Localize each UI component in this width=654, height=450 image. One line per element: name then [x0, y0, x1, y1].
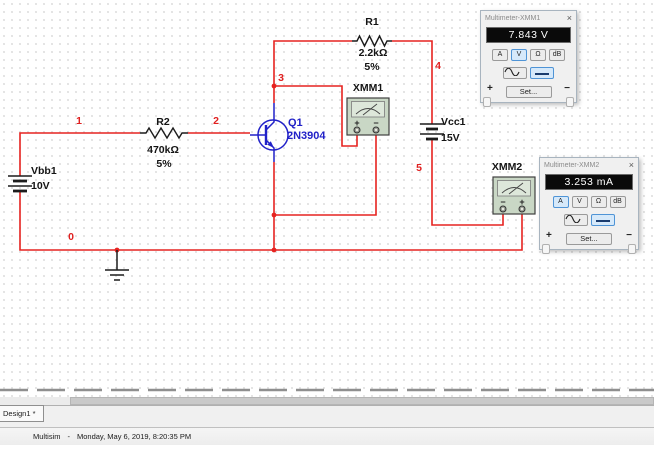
xmm2-minus-jack [628, 244, 636, 254]
circuit-canvas[interactable]: 1 2 3 4 5 0 R2 470kΩ 5% R1 2.2kΩ 5% Q1 2… [0, 0, 654, 397]
horizontal-scrollbar[interactable] [0, 397, 654, 405]
status-app-name: Multisim [33, 432, 61, 441]
xmm1-icon-label: XMM1 [352, 82, 384, 94]
xmm2-window-title: Multimeter-XMM2 [544, 161, 600, 169]
wire-net[interactable] [19, 40, 523, 251]
node-label-5: 5 [416, 162, 422, 174]
close-icon[interactable]: × [566, 12, 572, 23]
wire-vcc-to-xmm2[interactable] [431, 140, 504, 226]
xmm2-plus-jack [542, 244, 550, 254]
xmm1-dc-mode-button[interactable] [530, 67, 554, 79]
xmm1-titlebar[interactable]: Multimeter-XMM1 × [481, 11, 576, 25]
dc-line-icon [535, 73, 549, 75]
q1-model-label: 2N3904 [287, 130, 326, 142]
sine-wave-icon [564, 215, 581, 223]
xmm2-minus-sign: − [500, 197, 506, 207]
junction-emitter-xmm1 [271, 212, 277, 218]
xmm1-plus-jack [483, 97, 491, 107]
vcc1-value-label: 15V [441, 132, 460, 144]
close-icon[interactable]: × [628, 159, 634, 170]
sine-wave-icon [504, 68, 520, 76]
xmm1-volt-button[interactable]: V [511, 49, 527, 61]
xmm2-ohm-button[interactable]: Ω [590, 196, 607, 208]
xmm1-ac-mode-button[interactable] [503, 67, 527, 79]
xmm1-reading-display: 7.843 V [486, 27, 571, 43]
xmm1-window[interactable]: Multimeter-XMM1 × 7.843 V A V Ω dB [480, 10, 577, 107]
r2-value-label: 470kΩ [147, 144, 179, 156]
xmm2-icon-label: XMM2 [491, 161, 523, 173]
vbb1-value-label: 10V [31, 180, 50, 192]
node-label-3: 3 [278, 72, 284, 84]
node-label-0: 0 [68, 231, 74, 243]
r2-tolerance-label: 5% [156, 158, 172, 170]
xmm2-reading-display: 3.253 mA [545, 174, 633, 190]
status-datetime: Monday, May 6, 2019, 8:20:35 PM [77, 432, 192, 441]
scrollbar-thumb[interactable] [70, 397, 654, 405]
xmm2-volt-button[interactable]: V [571, 196, 588, 208]
xmm1-ampere-button[interactable]: A [492, 49, 508, 61]
wire-xmm1-minus[interactable] [274, 133, 377, 216]
design-tab-bar: Design1 * [0, 405, 654, 427]
tab-design1[interactable]: Design1 * [0, 405, 44, 422]
wire-ground-run[interactable] [19, 191, 523, 251]
wire-vbb-to-r2[interactable] [19, 132, 140, 176]
junction-node3 [271, 83, 277, 89]
vcc1-ref-label: Vcc1 [441, 116, 466, 128]
ground-symbol[interactable] [105, 250, 129, 281]
xmm2-ac-mode-button[interactable] [563, 214, 588, 226]
xmm1-minus-terminal-label: − [564, 83, 570, 94]
resistor-r2-symbol[interactable] [140, 126, 188, 140]
battery-vcc1-symbol[interactable] [420, 123, 444, 141]
xmm2-minus-terminal-label: − [626, 230, 632, 241]
xmm1-plus-terminal-label: + [487, 83, 493, 94]
junction-dots [114, 83, 277, 253]
node-label-2: 2 [213, 115, 219, 127]
r1-ref-label: R1 [365, 16, 379, 28]
xmm2-titlebar[interactable]: Multimeter-XMM2 × [540, 158, 638, 172]
dc-line-icon [595, 220, 610, 222]
wire-collector-to-r1[interactable] [273, 40, 352, 103]
xmm1-set-button[interactable]: Set... [505, 86, 552, 98]
vbb1-ref-label: Vbb1 [31, 165, 57, 177]
xmm2-set-button[interactable]: Set... [566, 233, 612, 245]
bottom-margin [0, 445, 654, 450]
xmm1-minus-jack [566, 97, 574, 107]
node-label-4: 4 [435, 60, 441, 72]
xmm1-ohm-button[interactable]: Ω [530, 49, 546, 61]
resistor-r1-symbol[interactable] [352, 34, 392, 48]
xmm1-meter-icon[interactable] [346, 97, 390, 136]
status-bar: Multisim - Monday, May 6, 2019, 8:20:35 … [0, 427, 654, 445]
xmm2-db-button[interactable]: dB [609, 196, 626, 208]
xmm2-window[interactable]: Multimeter-XMM2 × 3.253 mA A V Ω dB [539, 157, 639, 254]
xmm1-plus-sign: + [354, 118, 360, 128]
xmm2-dc-mode-button[interactable] [590, 214, 615, 226]
wire-xmm1-plus[interactable] [274, 85, 358, 147]
status-separator: - [67, 432, 71, 441]
q1-ref-label: Q1 [288, 117, 303, 129]
r2-ref-label: R2 [156, 116, 170, 128]
node-label-1: 1 [76, 115, 82, 127]
battery-vbb1-symbol[interactable] [8, 175, 32, 193]
transistor-q1-symbol[interactable] [250, 103, 289, 162]
xmm2-plus-terminal-label: + [546, 230, 552, 241]
xmm1-minus-sign: − [373, 118, 379, 128]
xmm1-db-button[interactable]: dB [549, 49, 565, 61]
xmm2-meter-icon[interactable] [492, 176, 536, 215]
wire-r1-to-vcc[interactable] [392, 40, 433, 124]
xmm1-window-title: Multimeter-XMM1 [485, 14, 541, 22]
schematic [0, 34, 654, 392]
r1-tolerance-label: 5% [364, 61, 380, 73]
r1-value-label: 2.2kΩ [358, 47, 388, 59]
junction-emitter-ground [271, 247, 277, 253]
xmm2-plus-sign: + [519, 197, 525, 207]
xmm2-ampere-button[interactable]: A [552, 196, 569, 208]
